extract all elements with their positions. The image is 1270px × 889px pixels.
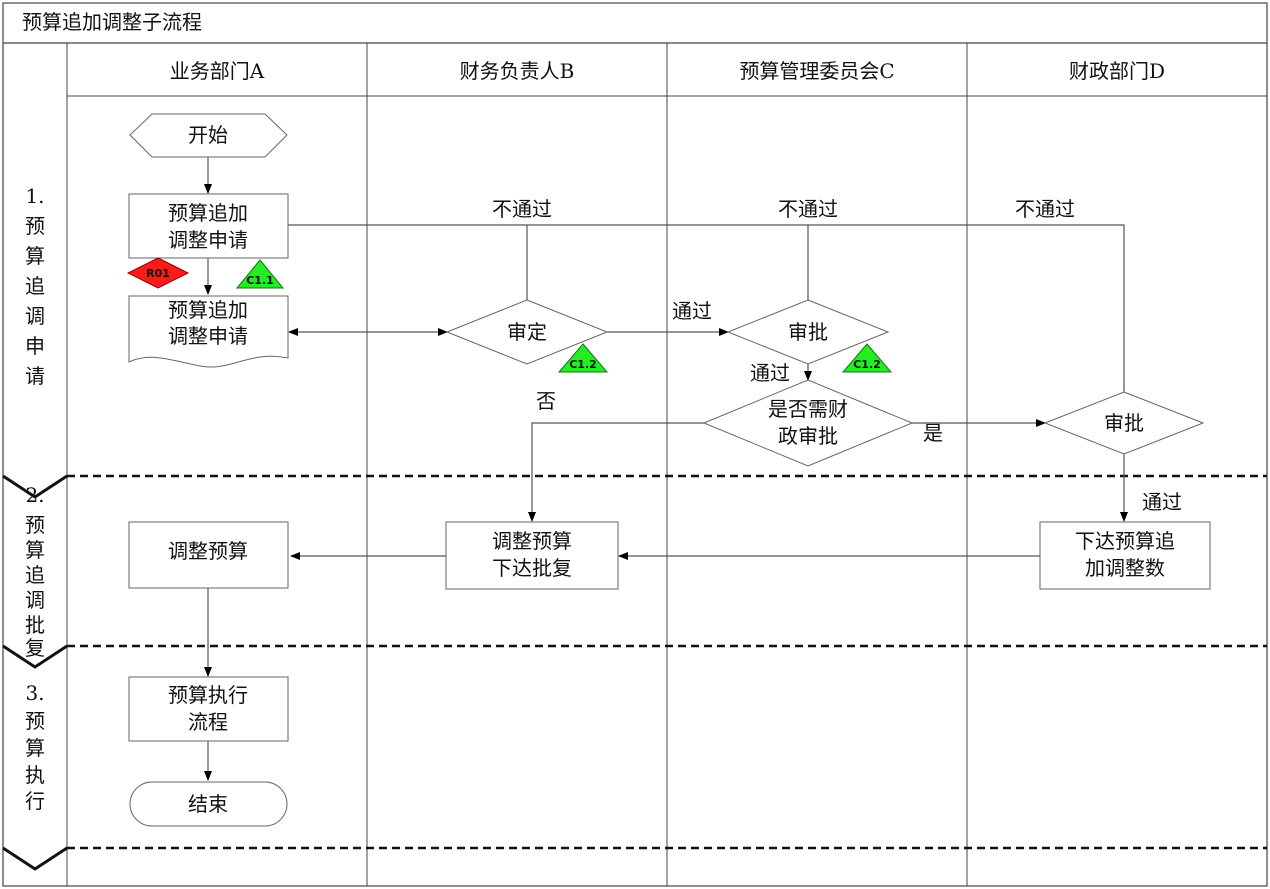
phase-label-2: 2. 预 算 追 调 批 复 [25, 483, 45, 660]
phase-label-3: 3. 预 算 执 行 [25, 681, 45, 813]
apply-box-line2: 调整申请 [168, 228, 248, 252]
column-header-d: 财政部门D [1069, 59, 1165, 83]
phase-char: 复 [25, 636, 45, 660]
apply-doc-line2: 调整申请 [168, 324, 248, 348]
review-diamond-b[interactable] [445, 299, 609, 365]
edge-reject-return [288, 224, 1125, 392]
phase-char: 追 [25, 563, 45, 587]
diagram-title: 预算追加调整子流程 [22, 10, 202, 34]
phase-char: 算 [25, 736, 45, 760]
phase-number: 1. [25, 184, 44, 208]
start-node[interactable] [129, 113, 288, 158]
phase-char: 预 [25, 709, 45, 733]
phase-char: 追 [25, 274, 45, 298]
phase-char: 调 [25, 304, 45, 328]
exec-process-box[interactable] [128, 676, 289, 742]
edge-label-pass-c: 通过 [750, 361, 790, 385]
phase-label-1: 1. 预 算 追 调 申 请 [25, 184, 45, 388]
edge-label-pass-b: 通过 [672, 299, 712, 323]
column-header-a: 业务部门A [170, 59, 265, 83]
edge-label-yes: 是 [923, 421, 943, 445]
phase-number: 3. [25, 681, 44, 705]
adjust-b-line2: 下达批复 [492, 556, 572, 580]
phase-chevron [2, 474, 68, 499]
edge-label-pass-d: 通过 [1142, 490, 1182, 514]
connectors [204, 157, 1128, 781]
phase-number: 2. [25, 483, 44, 507]
approve-diamond-d[interactable] [1043, 391, 1205, 455]
approve-diamond-c[interactable] [726, 299, 890, 365]
issue-d-line1: 下达预算追 [1075, 529, 1175, 553]
control-tag-label: C1.2 [853, 358, 881, 371]
adjust-b-line1: 调整预算 [492, 529, 572, 553]
phase-chevron [2, 846, 68, 871]
phase-char: 申 [25, 334, 45, 358]
need-finance-line1: 是否需财 [768, 397, 848, 421]
risk-tag-label: R01 [146, 267, 170, 280]
control-tag-c11 [235, 259, 285, 289]
end-label: 结束 [188, 792, 228, 816]
exec-line1: 预算执行 [168, 683, 248, 707]
risk-tag-r01 [126, 257, 190, 289]
adjust-budget-a[interactable] [128, 521, 289, 589]
edge-label-no: 否 [536, 389, 556, 413]
issue-budget-d[interactable] [1039, 521, 1211, 590]
phase-char: 算 [25, 538, 45, 562]
phase-char: 请 [25, 364, 45, 388]
adjust-budget-b[interactable] [445, 521, 619, 590]
phase-char: 批 [25, 613, 45, 637]
need-finance-line2: 政审批 [778, 424, 838, 448]
control-tag-c12-b [557, 343, 609, 373]
control-tag-c12-c [841, 343, 893, 373]
approve-c-label: 审批 [788, 320, 828, 344]
column-header-c: 预算管理委员会C [739, 59, 894, 83]
edge-needfin-no [528, 422, 704, 522]
need-finance-diamond[interactable] [702, 379, 914, 467]
apply-doc-line1: 预算追加 [168, 298, 248, 322]
edge-label-reject-d: 不通过 [1015, 197, 1075, 221]
approve-d-label: 审批 [1104, 411, 1144, 435]
phase-char: 算 [25, 244, 45, 268]
phase-char: 执 [25, 763, 45, 787]
start-label: 开始 [188, 123, 228, 147]
phase-char: 预 [25, 214, 45, 238]
phase-char: 预 [25, 513, 45, 537]
exec-line2: 流程 [188, 710, 228, 734]
phase-char: 行 [25, 789, 45, 813]
end-node[interactable] [129, 781, 288, 827]
adjust-a-label: 调整预算 [168, 539, 248, 563]
phase-char: 调 [25, 588, 45, 612]
edge-label-reject-b: 不通过 [492, 197, 552, 221]
control-tag-label: C1.1 [246, 274, 274, 287]
apply-box[interactable] [128, 193, 289, 259]
edge-label-reject-c: 不通过 [778, 197, 838, 221]
control-tag-label: C1.2 [569, 358, 597, 371]
review-label: 审定 [507, 320, 547, 344]
apply-box-line1: 预算追加 [168, 201, 248, 225]
column-header-b: 财务负责人B [460, 59, 575, 83]
issue-d-line2: 加调整数 [1085, 556, 1165, 580]
phase-chevron [2, 644, 68, 669]
apply-document[interactable] [128, 295, 289, 368]
